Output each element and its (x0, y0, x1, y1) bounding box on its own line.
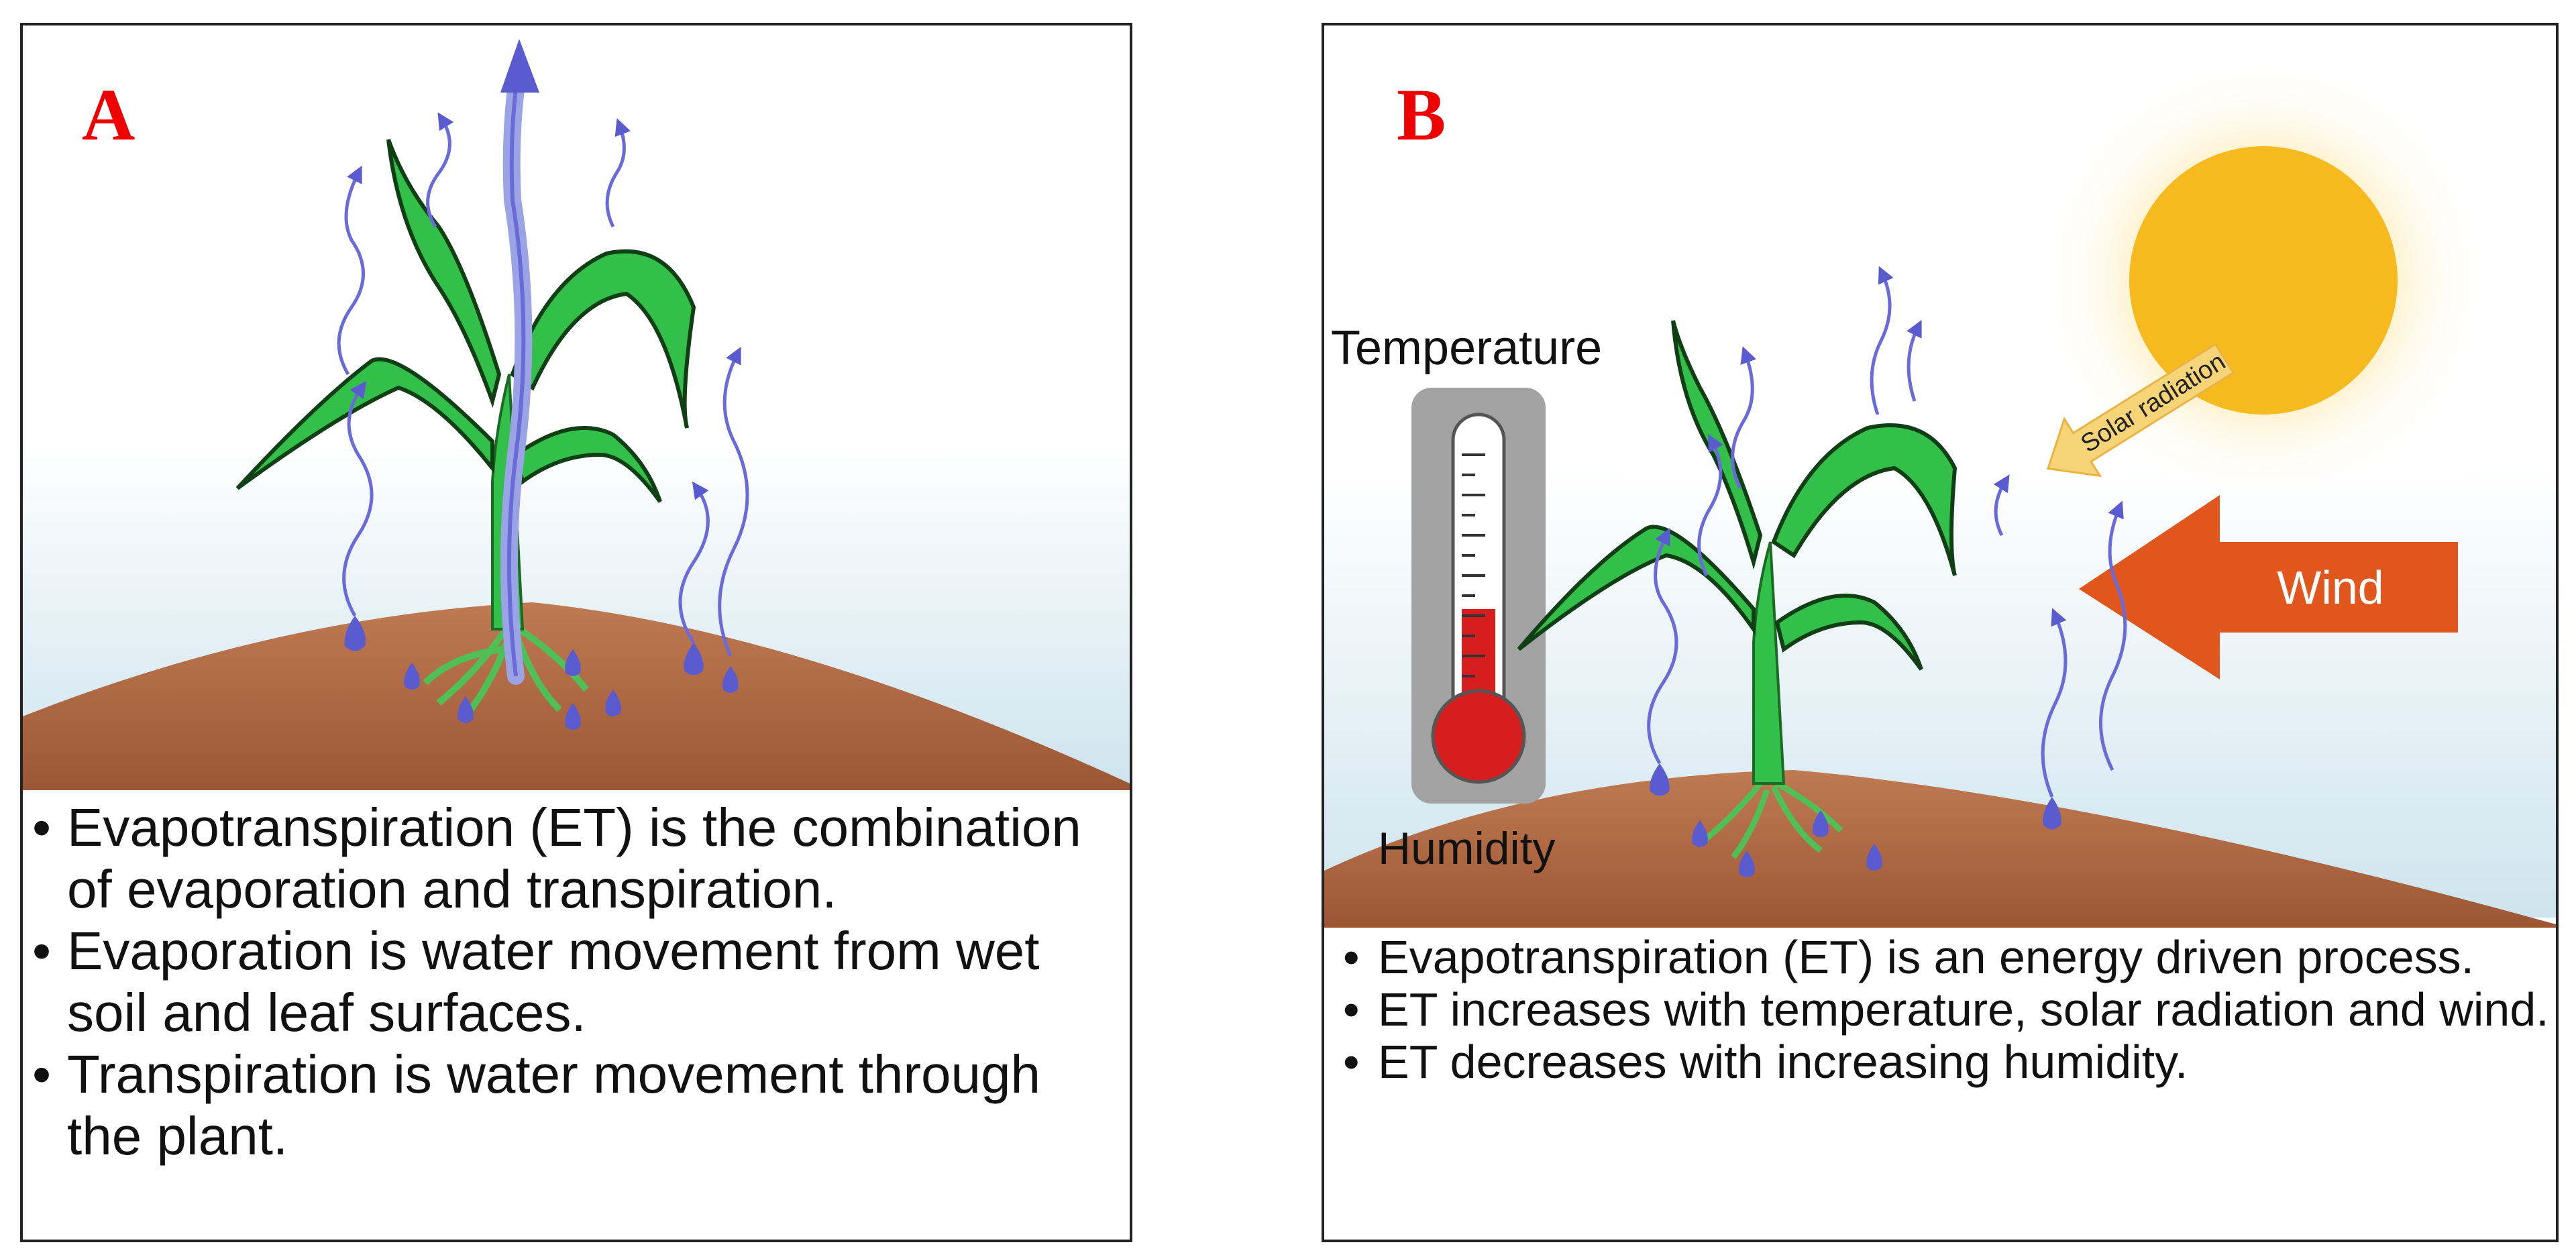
transpiration-arrowhead (500, 39, 539, 93)
transpiration-stream-core (507, 65, 526, 677)
water-droplets (344, 616, 739, 730)
bullet-item: Evapotranspiration (ET) is the combinati… (28, 797, 1128, 920)
panel-b-illustration: Solar radiation Wind Temperature Humidit… (1324, 25, 2556, 928)
wind-arrow (2079, 495, 2458, 679)
evaporation-arrows (1647, 266, 2127, 798)
temperature-label: Temperature (1331, 321, 1602, 375)
panel-label-b: B (1397, 74, 1446, 156)
evaporation-arrows (337, 112, 749, 657)
panel-b: Solar radiation Wind Temperature Humidit… (1322, 23, 2559, 1242)
plant-stem (1752, 541, 1786, 785)
thermometer-ticks (1462, 453, 1485, 677)
soil-mound (1324, 770, 2556, 928)
bullet-item: ET increases with temperature, solar rad… (1339, 983, 2553, 1036)
leaves (235, 138, 696, 503)
thermometer-bulb (1431, 689, 1526, 784)
panel-b-bullet-list: Evapotranspiration (ET) is an energy dri… (1339, 931, 2553, 1088)
wind-label: Wind (2277, 561, 2383, 614)
water-droplets (1650, 763, 2061, 877)
panel-a-bullet-list: Evapotranspiration (ET) is the combinati… (28, 797, 1128, 1167)
bullet-item: Evapotranspiration (ET) is an energy dri… (1339, 931, 2553, 983)
bullet-item: ET decreases with increasing humidity. (1339, 1036, 2553, 1088)
humidity-label: Humidity (1378, 823, 1556, 874)
bullet-item: Transpiration is water movement through … (28, 1044, 1128, 1167)
bullet-item: Evaporation is water movement from wet s… (28, 920, 1128, 1044)
panel-label-a: A (82, 74, 136, 156)
soil-mound (23, 602, 1130, 790)
panel-a-illustration (23, 25, 1130, 790)
sun-icon (2129, 146, 2398, 415)
panel-a: A Evapotranspiration (ET) is the combina… (20, 23, 1132, 1242)
